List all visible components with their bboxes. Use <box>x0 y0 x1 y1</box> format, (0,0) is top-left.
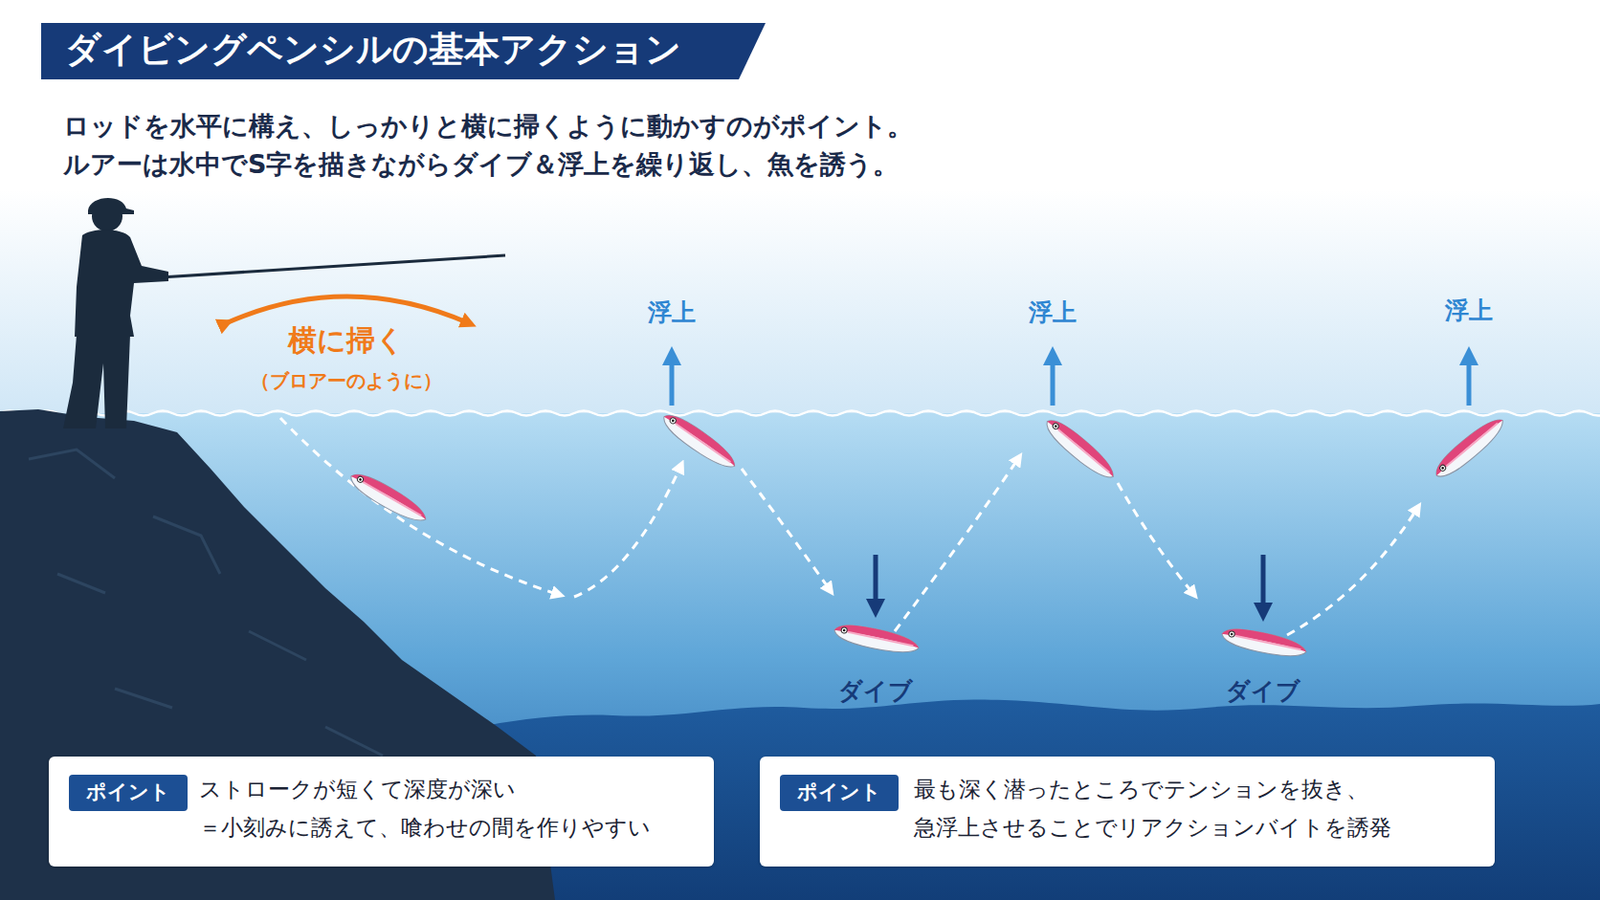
point-badge: ポイント <box>68 775 188 812</box>
subtitle-line: ルアーは水中でS字を描きながらダイブ＆浮上を繰り返し、魚を誘う。 <box>63 149 899 180</box>
title-banner <box>41 22 766 80</box>
point-badge: ポイント <box>779 775 899 812</box>
dive-label: ダイブ <box>838 677 913 707</box>
point-text: ＝小刻みに誘えて、喰わせの間を作りやすい <box>199 815 651 843</box>
sweep-note: （ブロアーのように） <box>250 369 443 393</box>
title-text: ダイビングペンシルの基本アクション <box>65 28 682 71</box>
water-surface <box>0 411 1600 417</box>
lure <box>346 408 1510 662</box>
rise-label: 浮上 <box>1028 298 1077 328</box>
lure-path <box>280 418 1419 636</box>
point-text: 最も深く潜ったところでテンションを抜き、 <box>913 777 1369 804</box>
subtitle-line: ロッドを水平に構え、しっかりと横に掃くように動かすのがポイント。 <box>63 111 913 142</box>
fishing-rod <box>160 255 506 278</box>
rise-label: 浮上 <box>647 298 696 328</box>
angler-silhouette <box>63 198 169 429</box>
dive-label: ダイブ <box>1225 677 1301 707</box>
point-box: 最も深く潜ったところでテンションを抜き、急浮上させることでリアクションバイトを誘… <box>759 756 1495 867</box>
badge-text: ポイント <box>86 780 171 805</box>
badge-text: ポイント <box>797 780 882 805</box>
rise-label: 浮上 <box>1444 296 1493 326</box>
point-text: ストロークが短くて深度が深い <box>199 777 516 804</box>
sweep-arrow <box>225 296 469 324</box>
sweep-label: 横に掃く <box>288 323 405 358</box>
point-text: 急浮上させることでリアクションバイトを誘発 <box>913 815 1392 843</box>
point-box: ストロークが短くて深度が深い ＝小刻みに誘えて、喰わせの間を作りやすい ポイント <box>48 756 714 867</box>
direction-arrow <box>671 355 1469 613</box>
